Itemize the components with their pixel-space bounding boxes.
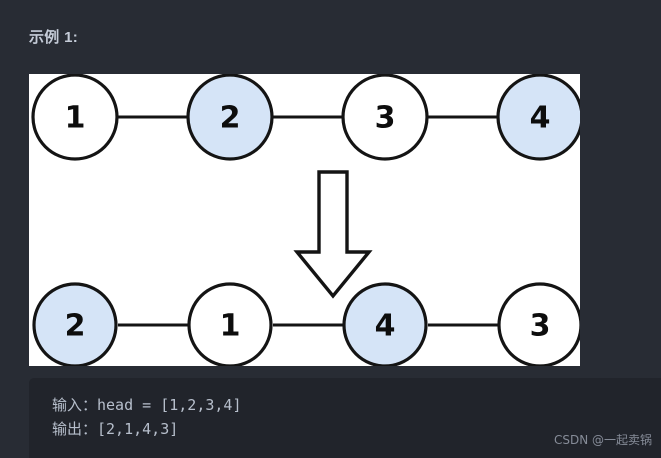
watermark: CSDN @一起卖锅 <box>553 433 652 447</box>
node-label: 3 <box>375 101 396 136</box>
node-circle <box>186 74 274 161</box>
node-label: 2 <box>220 101 241 136</box>
node-circle <box>342 282 428 366</box>
node-circle <box>187 282 273 366</box>
code-block: 输入：head = [1,2,3,4] 输出：[2,1,4,3] <box>29 378 661 458</box>
output-list-row: 2 1 4 3 <box>32 282 580 366</box>
input-list-row: 1 2 3 4 <box>31 74 580 161</box>
node-circle <box>31 74 119 161</box>
node-circle <box>496 74 580 161</box>
node-label: 4 <box>530 101 551 136</box>
node-label: 2 <box>65 309 86 344</box>
node-circle <box>341 74 429 161</box>
code-line-output: 输出：[2,1,4,3] <box>52 420 179 438</box>
node-label: 1 <box>65 101 86 136</box>
down-block-arrow-icon <box>293 170 373 299</box>
node-circle <box>32 282 118 366</box>
node-label: 1 <box>220 309 241 344</box>
code-line-input: 输入：head = [1,2,3,4] <box>52 396 242 414</box>
node-label: 4 <box>375 309 396 344</box>
node-label: 3 <box>530 309 551 344</box>
linked-list-diagram: 1 2 3 4 2 1 4 3 <box>31 74 580 366</box>
diagram-panel: 1 2 3 4 2 1 4 3 <box>29 74 580 366</box>
page-title: 示例 1: <box>29 29 79 46</box>
node-circle <box>497 282 580 366</box>
